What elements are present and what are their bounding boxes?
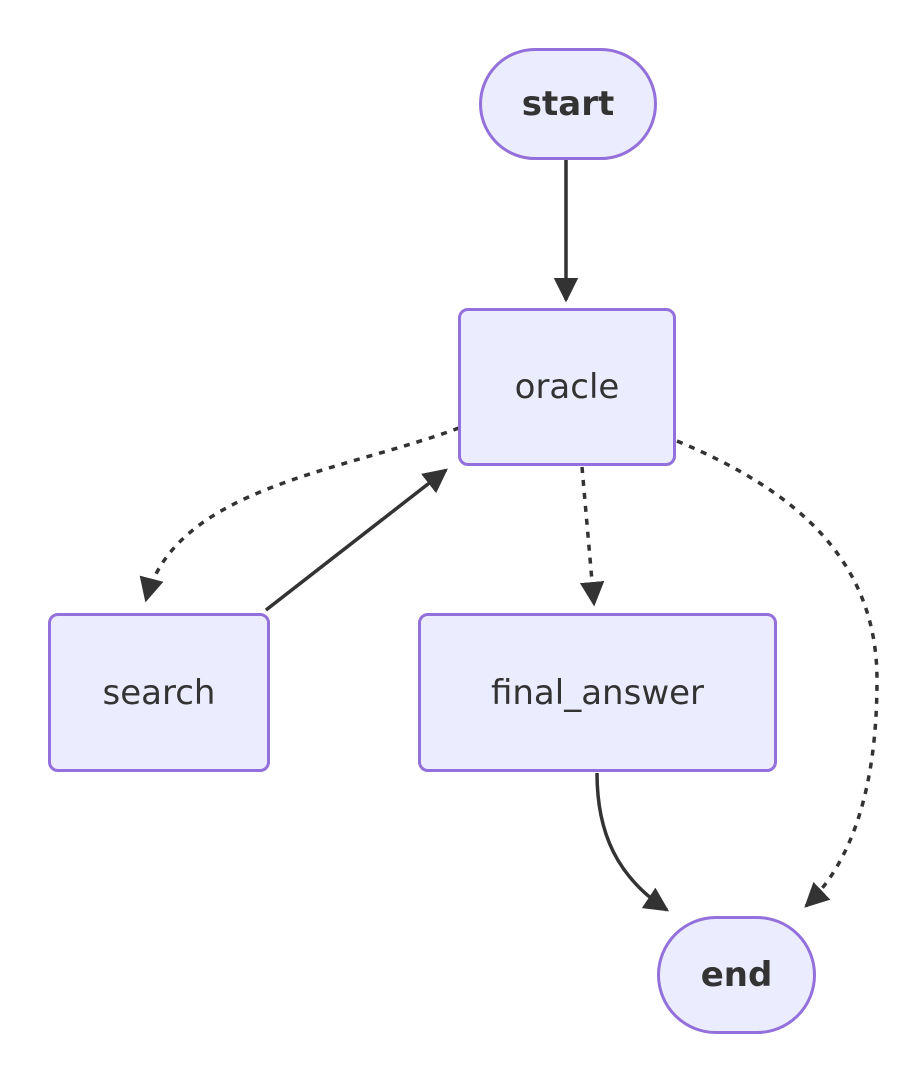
node-oracle-label: oracle — [514, 367, 620, 407]
edge-search-to-oracle — [264, 468, 448, 612]
node-oracle: oracle — [458, 308, 676, 466]
node-end: end — [657, 916, 816, 1034]
node-end-label: end — [700, 955, 773, 995]
node-start-label: start — [521, 84, 615, 124]
edge-oracle-to-search — [139, 426, 460, 603]
node-final-answer: final_answer — [418, 613, 777, 772]
node-search-label: search — [102, 672, 216, 713]
node-final-answer-label: final_answer — [490, 672, 705, 713]
edge-oracle-to-end — [676, 439, 879, 908]
edge-final-answer-to-end — [595, 772, 670, 912]
node-search: search — [48, 613, 270, 772]
edge-oracle-to-final-answer — [579, 466, 605, 607]
node-start: start — [479, 48, 657, 160]
